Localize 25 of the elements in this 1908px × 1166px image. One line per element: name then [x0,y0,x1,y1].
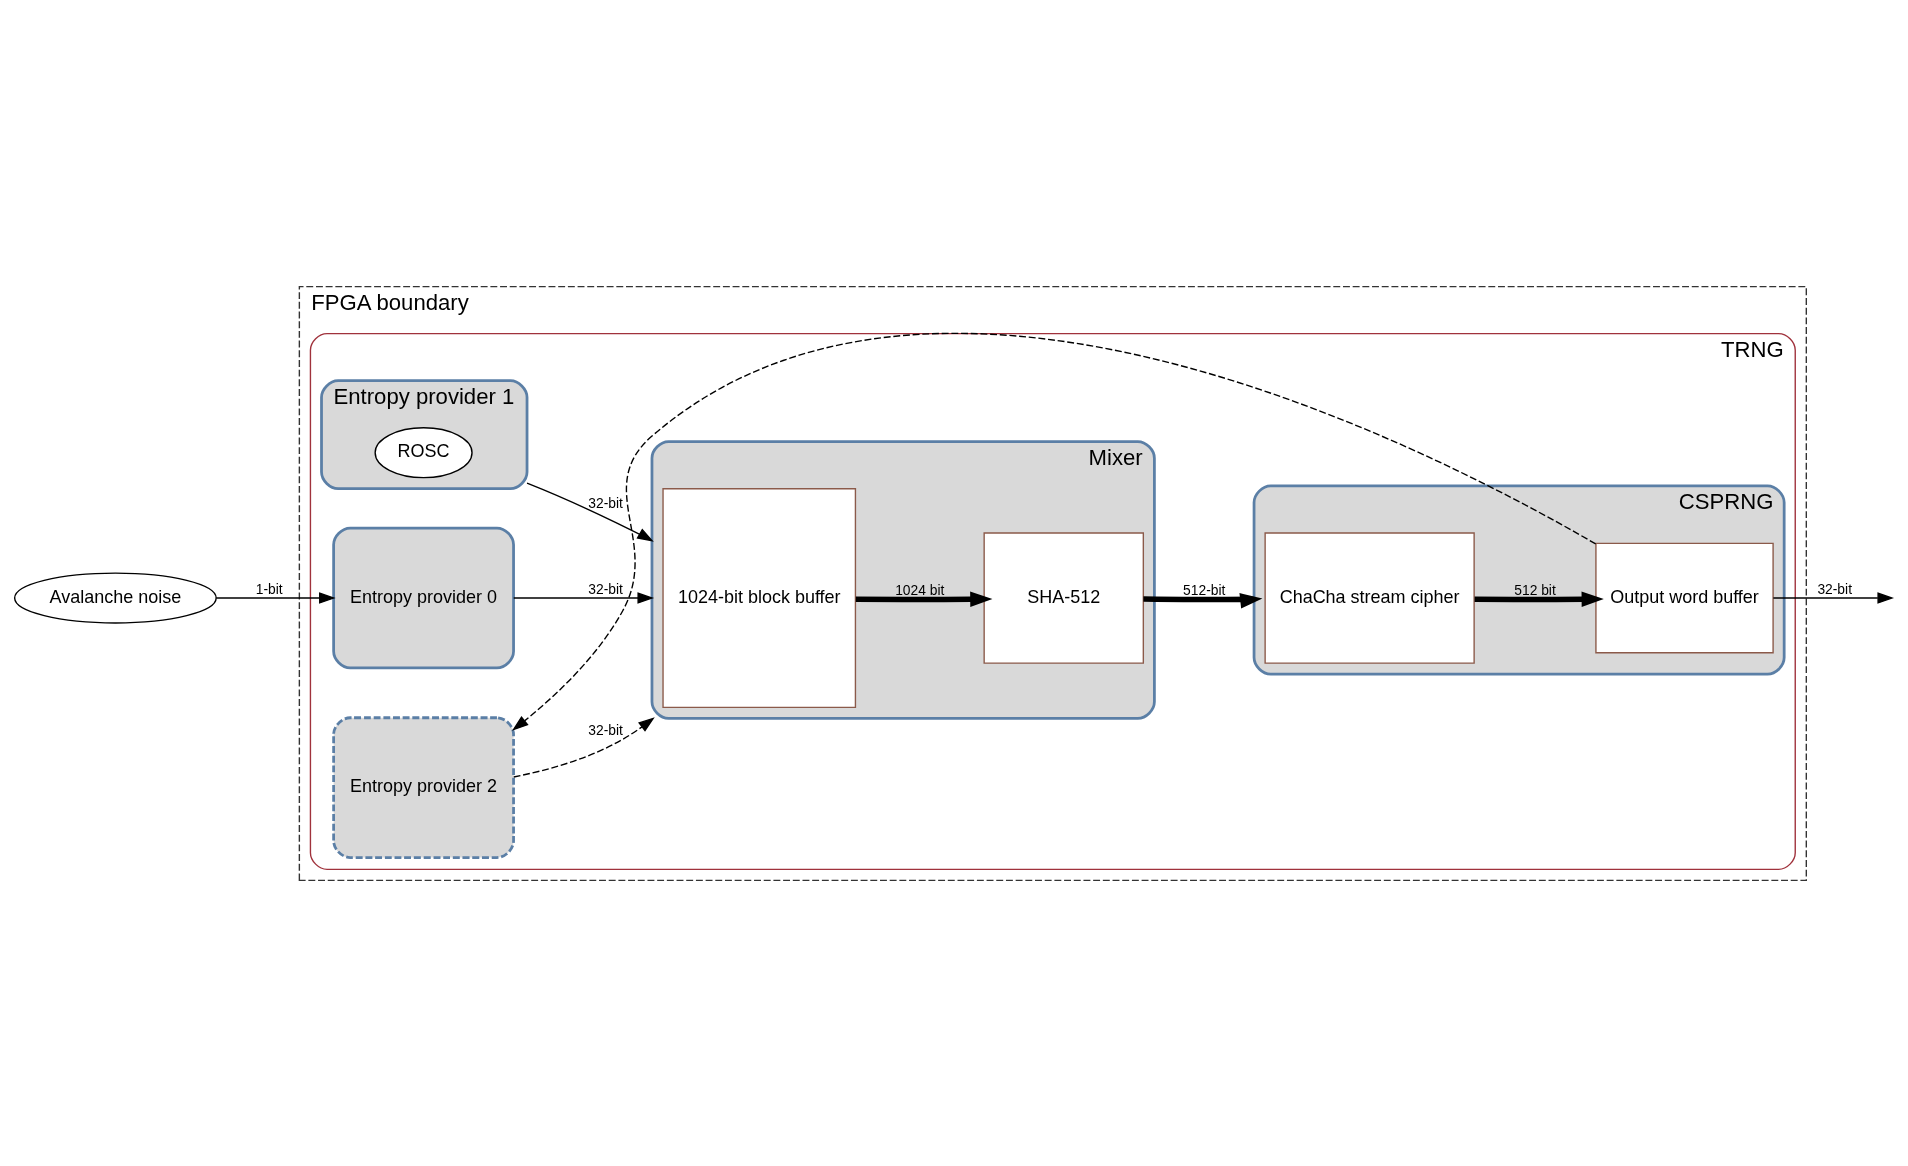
edge-label: 512 bit [1514,581,1556,598]
node-ellipse: ROSC [374,426,473,478]
node-ellipse: Avalanche noise [14,571,217,624]
arrow [512,332,1597,731]
arrow [1474,590,1604,607]
node-box: Entropy provider 0 [332,526,515,669]
node-box: 1024-bit block buffer [662,487,857,708]
edge-label: 32-bit [588,580,623,597]
edge-label: 32-bit [588,721,623,738]
node-box: ChaCha stream cipher [1264,531,1475,664]
arrow [1143,592,1263,608]
arrow [215,591,336,604]
node-box: SHA-512 [983,531,1144,664]
arrow [526,481,654,542]
edge-label: 512-bit [1183,581,1226,598]
node-box: Entropy provider 2 [332,715,515,859]
arrow [1772,591,1894,604]
arrow [513,591,655,604]
node-box: Output word buffer [1595,542,1774,653]
arrow [855,590,993,607]
edge-label: 1-bit [255,580,283,597]
edge-label: 1024 bit [895,581,945,598]
edge-label: 32-bit [588,494,623,511]
edge-label: 32-bit [1817,580,1852,597]
arrow [513,716,655,778]
